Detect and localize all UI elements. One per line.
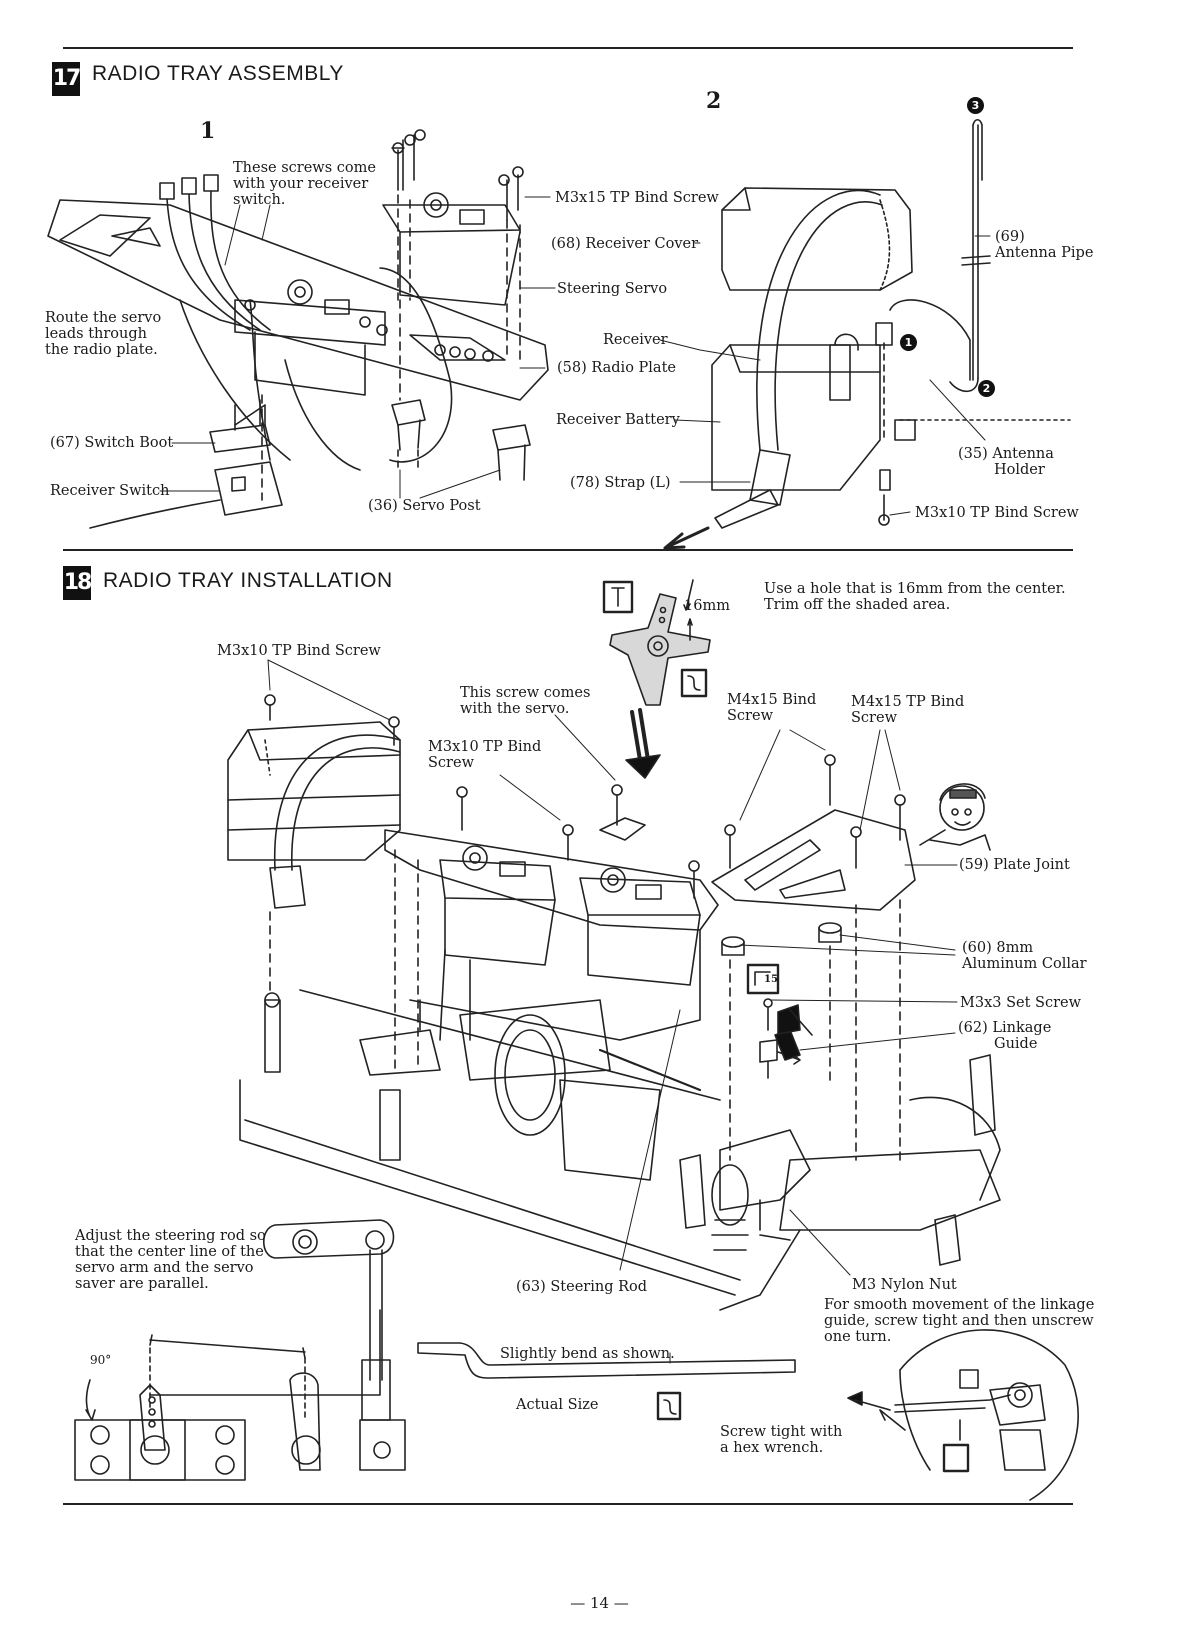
receiver-label: Receiver — [603, 332, 668, 348]
m3x10-mid-label: M3x10 TP Bind Screw — [428, 739, 542, 771]
step-18-badge: 18 — [63, 566, 92, 600]
receiver-cover-drawing — [721, 187, 913, 291]
plate-joint-label: (59) Plate Joint — [959, 857, 1070, 873]
receiver-battery-drawing — [711, 333, 881, 491]
hand-arrow-drawing — [774, 1004, 813, 1061]
strap-label: (78) Strap (L) — [570, 475, 671, 491]
down-arrow-drawing — [625, 708, 661, 779]
substep-1-label: 1 — [200, 118, 216, 144]
bend-note: Slightly bend as shown. — [500, 1346, 675, 1362]
top-rule — [63, 47, 1073, 49]
receiver-cover-label: (68) Receiver Cover — [551, 236, 699, 252]
marker-2: 2 — [978, 380, 995, 397]
mascot-drawing — [919, 783, 991, 851]
receiver-switch-label: Receiver Switch — [50, 483, 170, 499]
marker-1: 1 — [900, 334, 917, 351]
step-17-title: RADIO TRAY ASSEMBLY — [92, 62, 344, 85]
screw-with-servo-note: This screw comes with the servo. — [460, 685, 591, 717]
chassis-base-drawing — [239, 949, 1001, 1311]
steering-rod-bend-drawing — [417, 1342, 796, 1421]
radio-plate-label: (58) Radio Plate — [557, 360, 676, 376]
substep-2-label: 2 — [706, 88, 722, 114]
page-number: — 14 — — [570, 1594, 629, 1612]
m4x15-tp-label: M4x15 TP Bind Screw — [851, 694, 965, 726]
parallel-adjust-drawing — [74, 1219, 406, 1481]
servo-posts-drawing — [261, 299, 531, 501]
step18-receiver-box-drawing — [227, 694, 401, 1073]
antenna-pipe-drawing — [949, 118, 991, 393]
switch-leads-drawing — [159, 174, 271, 331]
step18-radio-plate-drawing — [384, 829, 719, 1071]
bottom-rule — [63, 1503, 1073, 1505]
smooth-note: For smooth movement of the linkage guide… — [824, 1297, 1095, 1345]
route-note: Route the servo leads through the radio … — [45, 310, 162, 358]
strap-drawing — [714, 189, 883, 529]
section-divider-rule — [63, 549, 1073, 551]
collar-label: (60) 8mm Aluminum Collar — [962, 940, 1087, 972]
steering-servo-label: Steering Servo — [557, 281, 668, 297]
antenna-holder-label: (35) Antenna Holder — [958, 446, 1054, 478]
hole-note: Use a hole that is 16mm from the center.… — [764, 581, 1066, 613]
antenna-holder-drawing — [875, 299, 1071, 526]
leader-lines — [159, 196, 991, 1364]
antenna-pipe-label: (69) Antenna Pipe — [995, 229, 1094, 261]
step18-servos-drawing — [439, 784, 701, 986]
adjust-note: Adjust the steering rod so that the cent… — [75, 1228, 266, 1292]
receiver-battery-label: Receiver Battery — [556, 412, 680, 428]
linkage-guide-label: (62) Linkage Guide — [958, 1020, 1052, 1052]
m3x10-top-label: M3x10 TP Bind Screw — [217, 643, 381, 659]
servo-horn-drawing — [602, 579, 711, 706]
step17-lead-wires — [179, 267, 453, 471]
actual-size-label: Actual Size — [516, 1397, 599, 1413]
servo-post-label: (36) Servo Post — [368, 498, 481, 514]
m3x15-label: M3x15 TP Bind Screw — [555, 190, 719, 206]
nylon-nut-label: M3 Nylon Nut — [852, 1277, 957, 1293]
steering-servo-upper-drawing — [382, 129, 524, 361]
direction-arrow — [663, 526, 710, 550]
step-17-badge: 17 — [52, 62, 81, 96]
hex-wrench-detail-drawing — [847, 1329, 1079, 1501]
screws-note: These screws come with your receiver swi… — [233, 160, 376, 208]
plate-joint-drawing — [711, 754, 916, 1161]
receiver-switch-drawing — [89, 299, 283, 529]
marker-3: 3 — [967, 97, 984, 114]
set-screw-label: M3x3 Set Screw — [960, 995, 1082, 1011]
m3x10-step17-label: M3x10 TP Bind Screw — [915, 505, 1079, 521]
steering-servo-lower-drawing — [234, 279, 388, 396]
hex-note: Screw tight with a hex wrench. — [720, 1424, 843, 1456]
tool-size-label: 15 — [764, 974, 778, 985]
steering-rod-label: (63) Steering Rod — [516, 1279, 648, 1295]
angle-label: 90° — [90, 1353, 112, 1367]
horn-16mm-label: 16mm — [684, 598, 730, 614]
m4x15-label: M4x15 Bind Screw — [727, 692, 817, 724]
switch-boot-label: (67) Switch Boot — [50, 435, 174, 451]
step-18-title: RADIO TRAY INSTALLATION — [103, 569, 393, 592]
